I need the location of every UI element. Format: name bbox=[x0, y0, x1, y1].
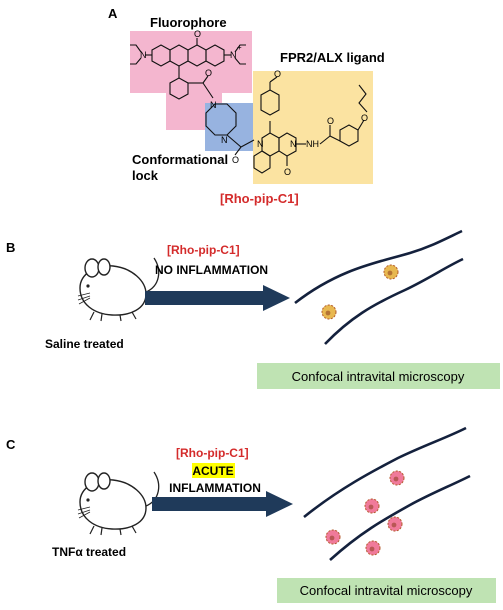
atom-nh: NH bbox=[306, 139, 319, 149]
atom-n3: N bbox=[290, 139, 297, 149]
panel-c: C TNFα treated [Rho-pip-C1] ACUTE INFLAM… bbox=[6, 426, 496, 603]
atom-n1: N bbox=[257, 139, 264, 149]
atom-o-amide: O bbox=[327, 116, 334, 126]
labeled-cell bbox=[325, 529, 341, 545]
panel-a: A Fluorophore FPR2/ALX ligand Conformati… bbox=[108, 6, 385, 206]
atom-n-left: N bbox=[140, 50, 147, 60]
mouse-icon bbox=[77, 257, 160, 322]
panel-c-condition: INFLAMMATION bbox=[169, 481, 261, 495]
labeled-cell bbox=[321, 304, 337, 320]
atom-o-quinazolinone: O bbox=[284, 167, 291, 177]
atom-o-lock: O bbox=[232, 155, 239, 165]
atom-o-methoxy: O bbox=[274, 69, 281, 79]
acute-highlight bbox=[192, 463, 235, 478]
panel-b-probe: [Rho-pip-C1] bbox=[167, 243, 240, 257]
panel-b-condition: NO INFLAMMATION bbox=[155, 263, 268, 277]
atom-n-piperazine-top: N bbox=[210, 100, 217, 110]
lock-label-line2: lock bbox=[132, 168, 159, 183]
fluorophore-label: Fluorophore bbox=[150, 15, 227, 30]
atom-o-carbonyl-top: O bbox=[205, 68, 212, 78]
panel-b: B Saline treated [Rho-pip-C1] NO INFLAMM… bbox=[6, 229, 500, 389]
labeled-cell bbox=[365, 540, 381, 556]
tnf-cells bbox=[325, 470, 405, 556]
labeled-cell bbox=[364, 498, 380, 514]
panel-c-letter: C bbox=[6, 437, 16, 452]
mouse-icon bbox=[77, 471, 160, 536]
atom-n-right: N bbox=[230, 50, 237, 60]
blood-vessel bbox=[294, 229, 464, 345]
panel-c-imaging-label: Confocal intravital microscopy bbox=[300, 583, 473, 598]
panel-c-probe: [Rho-pip-C1] bbox=[176, 446, 249, 460]
panel-b-arrow bbox=[145, 285, 290, 311]
panel-b-imaging-box bbox=[257, 363, 500, 389]
panel-b-treatment: Saline treated bbox=[45, 337, 124, 351]
labeled-cell bbox=[383, 264, 399, 280]
conformational-lock-highlight bbox=[205, 103, 253, 151]
panel-c-imaging-box bbox=[277, 578, 496, 603]
atom-o-butoxy: O bbox=[361, 113, 368, 123]
atom-o-xanthene: O bbox=[194, 29, 201, 39]
saline-cells bbox=[321, 264, 399, 320]
structure-atom-labels: N N + O O N N O N N O O NH O O bbox=[140, 29, 368, 177]
panel-a-letter: A bbox=[108, 6, 118, 21]
chemical-structure bbox=[130, 38, 368, 174]
panel-c-condition-highlight: ACUTE bbox=[192, 464, 233, 478]
labeled-cell bbox=[389, 470, 405, 486]
panel-b-imaging-label: Confocal intravital microscopy bbox=[292, 369, 465, 384]
atom-n-piperazine-bottom: N bbox=[221, 135, 228, 145]
compound-name: [Rho-pip-C1] bbox=[220, 191, 299, 206]
atom-n-plus: + bbox=[237, 43, 242, 52]
labeled-cell bbox=[387, 516, 403, 532]
panel-c-treatment: TNFα treated bbox=[52, 545, 126, 559]
blood-vessel bbox=[303, 426, 471, 561]
panel-b-letter: B bbox=[6, 240, 15, 255]
ligand-label: FPR2/ALX ligand bbox=[280, 50, 385, 65]
panel-c-arrow bbox=[152, 491, 293, 517]
ligand-highlight bbox=[253, 71, 373, 184]
lock-label-line1: Conformational bbox=[132, 152, 228, 167]
